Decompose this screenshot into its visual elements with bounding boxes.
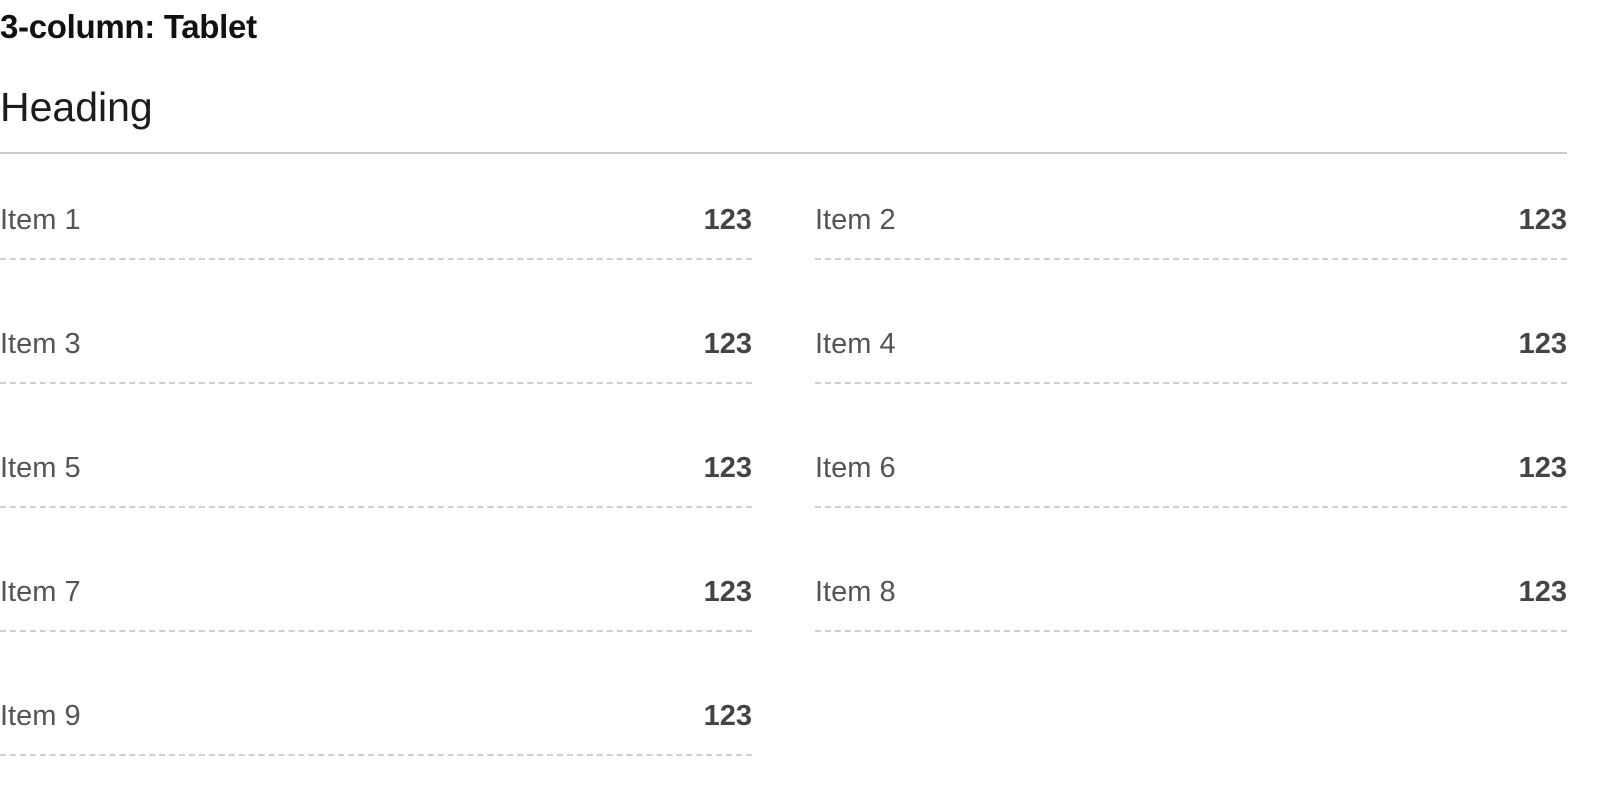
item-value: 123 <box>703 204 752 236</box>
item-label: Item 9 <box>0 700 81 732</box>
item-label: Item 7 <box>0 576 81 608</box>
list-item: Item 6 123 <box>815 402 1567 526</box>
list-section: Heading Item 1 123 Item 2 123 Item 3 123… <box>0 80 1567 774</box>
item-value: 123 <box>703 700 752 732</box>
list-item: Item 4 123 <box>815 278 1567 402</box>
item-label: Item 1 <box>0 204 81 236</box>
item-label: Item 5 <box>0 452 81 484</box>
item-value: 123 <box>1518 452 1567 484</box>
item-label: Item 8 <box>815 576 896 608</box>
list-item: Item 8 123 <box>815 526 1567 650</box>
item-label: Item 3 <box>0 328 81 360</box>
item-value: 123 <box>703 328 752 360</box>
list-item: Item 2 123 <box>815 154 1567 278</box>
list-item: Item 5 123 <box>0 402 752 526</box>
item-value: 123 <box>1518 576 1567 608</box>
item-value: 123 <box>1518 204 1567 236</box>
list-item: Item 1 123 <box>0 154 752 278</box>
item-label: Item 2 <box>815 204 896 236</box>
item-value: 123 <box>1518 328 1567 360</box>
item-value: 123 <box>703 452 752 484</box>
item-grid: Item 1 123 Item 2 123 Item 3 123 Item 4 … <box>0 154 1567 774</box>
list-item: Item 3 123 <box>0 278 752 402</box>
page-label: 3-column: Tablet <box>0 8 257 45</box>
section-heading: Heading <box>0 80 1567 154</box>
item-value: 123 <box>703 576 752 608</box>
list-item: Item 7 123 <box>0 526 752 650</box>
list-item: Item 9 123 <box>0 650 752 774</box>
item-label: Item 6 <box>815 452 896 484</box>
item-label: Item 4 <box>815 328 896 360</box>
